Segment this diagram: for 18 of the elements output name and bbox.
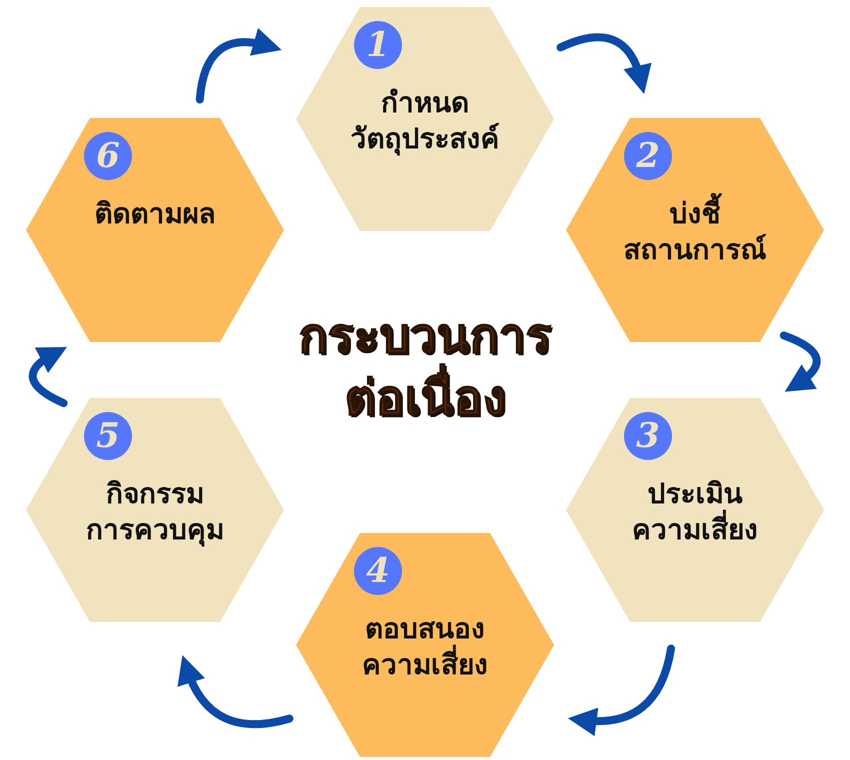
step-label: ติดตามผล <box>94 196 216 232</box>
curved-arrow <box>556 33 651 94</box>
step-label: กำหนด วัตถุประสงค์ <box>350 85 500 157</box>
title-text: กระบวนการ ต่อเนื่อง <box>298 307 552 428</box>
curved-arrow <box>196 28 282 104</box>
process-hexagon <box>566 118 824 342</box>
curved-arrow <box>28 346 68 408</box>
step-label: ประเมิน ความเสี่ยง <box>632 476 758 548</box>
process-hexagon <box>296 7 554 231</box>
process-hexagon <box>26 118 284 342</box>
process-hexagon <box>26 398 284 622</box>
step-label: ตอบสนอง ความเสี่ยง <box>362 611 488 683</box>
process-hexagon <box>296 533 554 757</box>
curved-arrow <box>178 655 294 728</box>
process-hexagon <box>566 398 824 622</box>
step-label: กิจกรรม การควบคุม <box>86 476 224 548</box>
curved-arrow <box>780 332 821 392</box>
curved-arrow <box>568 644 675 736</box>
